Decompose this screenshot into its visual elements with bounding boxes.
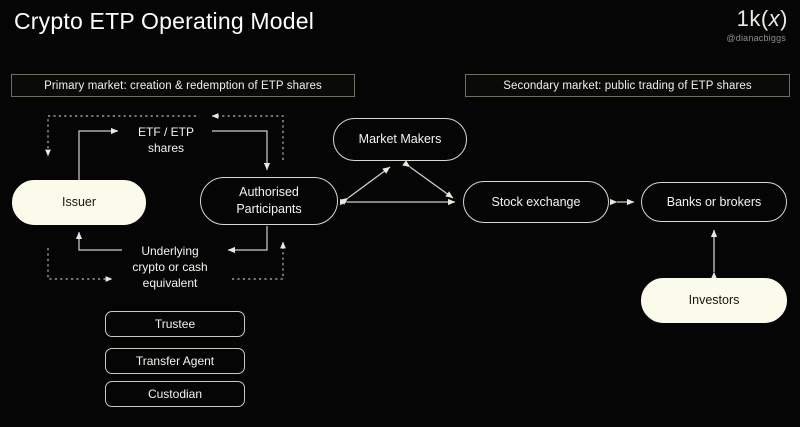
edge-ap-market-makers (340, 166, 391, 205)
edge-label-etf-shares: ETF / ETP shares (126, 124, 206, 157)
node-market-makers-label: Market Makers (358, 132, 442, 147)
edge-issuer-to-etf-label (78, 127, 119, 180)
edge-label-underlying-asset: Underlying crypto or cash equivalent (124, 243, 216, 292)
node-transfer-agent[interactable]: Transfer Agent (105, 348, 245, 374)
edge-market-makers-stock-exchange (402, 160, 454, 199)
node-investors[interactable]: Investors (641, 278, 787, 323)
edge-label-underlying-line1: Underlying (141, 244, 199, 258)
edge-dotted-issuer-to-underlying (47, 248, 113, 282)
edge-label-etf-line1: ETF / ETP (137, 125, 194, 139)
node-issuer-label: Issuer (61, 195, 97, 210)
page-title: Crypto ETP Operating Model (14, 8, 315, 34)
node-banks-or-brokers[interactable]: Banks or brokers (641, 182, 787, 222)
node-custodian-label: Custodian (147, 387, 203, 401)
node-trustee[interactable]: Trustee (105, 311, 245, 337)
brand-logo-variable: x (768, 6, 781, 31)
node-trustee-label: Trustee (154, 317, 196, 331)
node-banks-or-brokers-label: Banks or brokers (666, 194, 762, 209)
brand-handle: @dianacbiggs (726, 33, 786, 43)
node-authorised-participants-label: Authorised Participants (236, 184, 301, 218)
node-custodian[interactable]: Custodian (105, 381, 245, 407)
edge-etf-label-to-ap (212, 130, 271, 171)
edge-dotted-underlying-to-ap (232, 241, 286, 280)
band-primary-market: Primary market: creation & redemption of… (11, 74, 355, 97)
node-transfer-agent-label: Transfer Agent (135, 354, 215, 368)
band-secondary-market: Secondary market: public trading of ETP … (465, 74, 790, 97)
node-ap-line1: Authorised (239, 185, 299, 200)
edge-label-underlying-line2: crypto or cash (132, 260, 208, 275)
node-ap-line2: Participants (236, 202, 302, 216)
node-issuer[interactable]: Issuer (12, 180, 146, 225)
edge-label-etf-line2: shares (147, 141, 185, 156)
edge-dotted-ap-to-issuer-shares (211, 113, 284, 160)
node-investors-label: Investors (688, 293, 740, 308)
brand-logo-prefix: 1k( (736, 6, 769, 31)
brand-logo: 1k(x) (737, 6, 788, 32)
node-market-makers[interactable]: Market Makers (333, 118, 467, 161)
node-authorised-participants[interactable]: Authorised Participants (200, 177, 338, 225)
edge-ap-to-underlying-label (227, 226, 268, 254)
node-stock-exchange-label: Stock exchange (491, 194, 581, 209)
node-stock-exchange[interactable]: Stock exchange (463, 181, 609, 223)
edge-label-underlying-line3: equivalent (142, 276, 198, 291)
edge-underlying-label-to-issuer (75, 231, 122, 251)
brand-logo-suffix: ) (780, 6, 788, 31)
